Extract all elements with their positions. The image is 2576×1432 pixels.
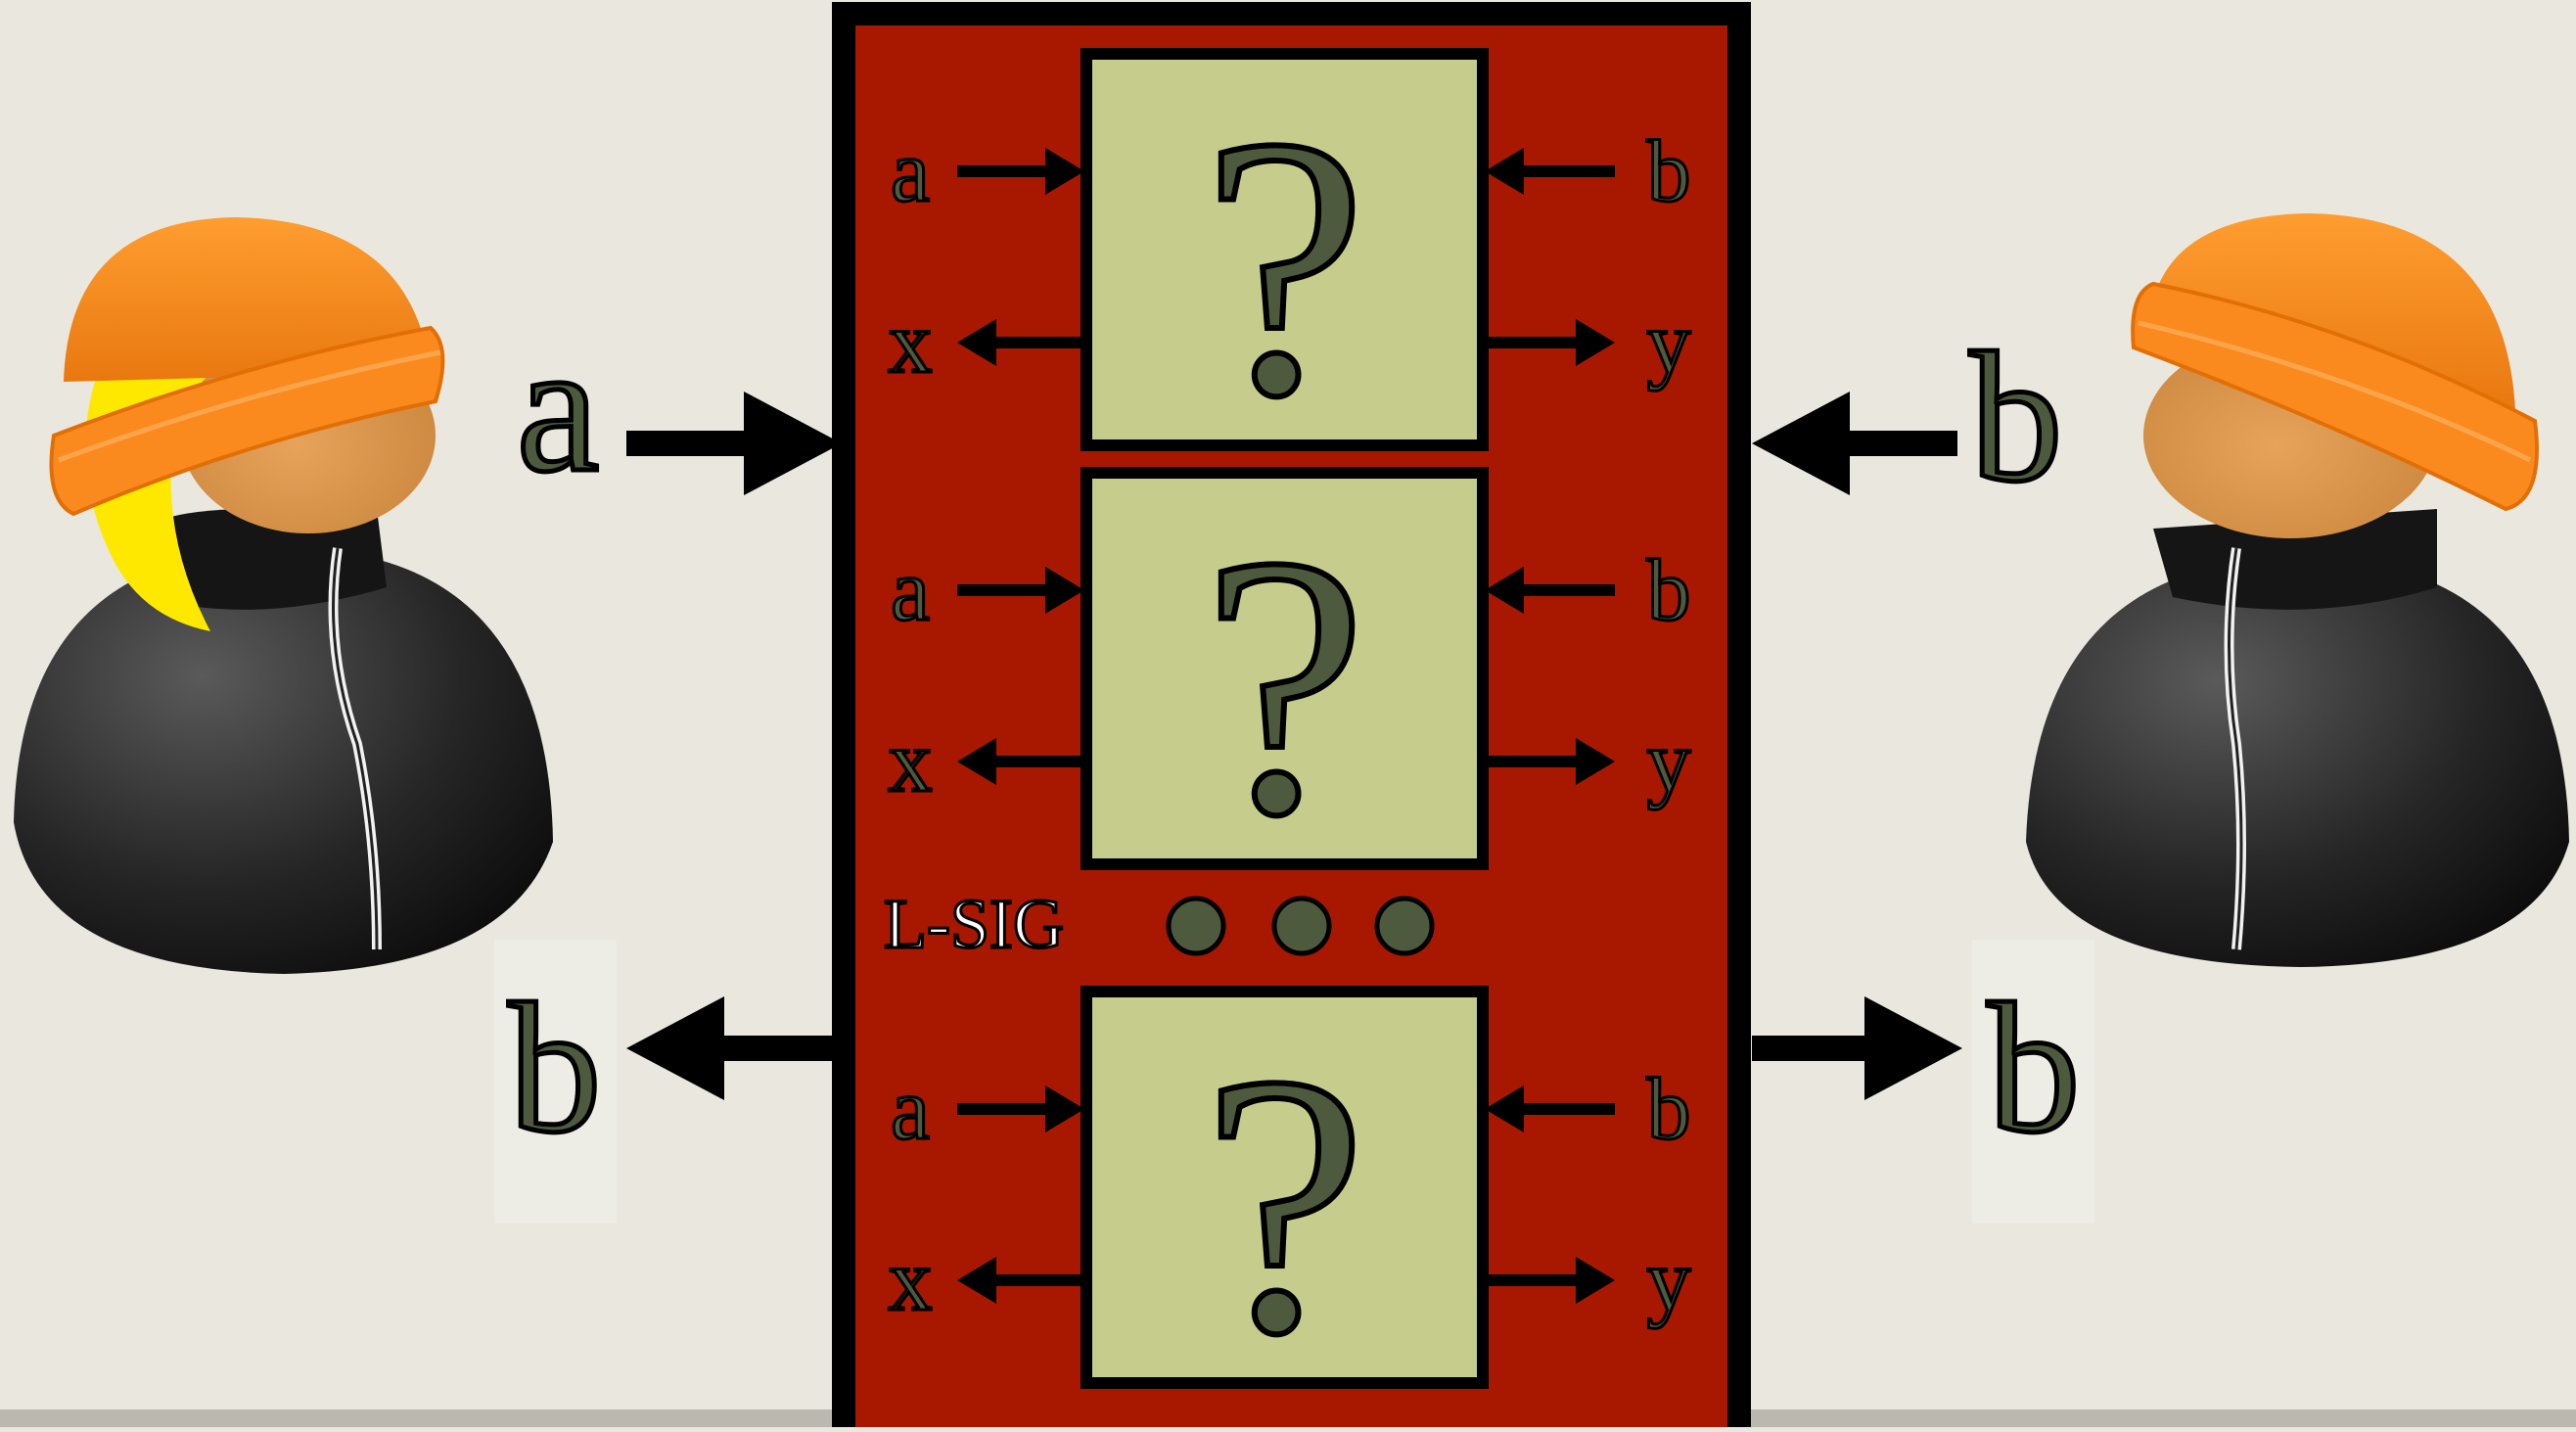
- question-mark-icon: ?: [1202, 480, 1367, 892]
- box-input-right-label: b: [1647, 542, 1691, 639]
- box-input-right-label: b: [1647, 1061, 1691, 1158]
- box-input-left-label: a: [891, 542, 930, 639]
- right-output-arrow: [1752, 996, 1962, 1100]
- question-box: ? ax by: [887, 467, 1692, 895]
- box-input-left-arrow: [957, 567, 1084, 614]
- left-input-label: a: [517, 305, 599, 511]
- box-output-left-arrow: [957, 738, 1084, 785]
- box-output-right-label: y: [1647, 295, 1691, 392]
- left-output-label: b: [509, 966, 602, 1172]
- box-output-left-arrow: [957, 319, 1084, 366]
- box-input-right-label: b: [1647, 123, 1691, 220]
- left-player-icon: [14, 217, 553, 974]
- box-input-left-label: a: [891, 1061, 930, 1158]
- right-output-label: b: [1988, 966, 2081, 1172]
- question-box-frame: [1081, 467, 1489, 870]
- right-input-label: b: [1970, 315, 2063, 521]
- right-player-icon: [2026, 213, 2569, 967]
- box-input-left-label: a: [891, 123, 930, 220]
- question-box: ? ax by: [887, 48, 1692, 476]
- left-input-arrow: [626, 392, 842, 495]
- box-output-left-label: x: [889, 295, 933, 392]
- ellipsis-dots: [1166, 896, 1435, 956]
- question-mark-icon: ?: [1202, 998, 1367, 1410]
- box-output-right-label: y: [1647, 714, 1691, 810]
- box-output-right-arrow: [1485, 1257, 1615, 1304]
- question-mark-icon: ?: [1202, 61, 1367, 473]
- question-box-frame: [1081, 986, 1489, 1389]
- box-input-right-arrow: [1485, 148, 1615, 195]
- question-box-frame: [1081, 48, 1489, 451]
- box-output-right-label: y: [1647, 1232, 1691, 1329]
- left-output-arrow: [626, 996, 842, 1100]
- box-output-right-arrow: [1485, 319, 1615, 366]
- question-box: ? ax by: [887, 986, 1692, 1413]
- box-output-left-label: x: [889, 714, 933, 810]
- right-output-label-bg: [1972, 940, 2094, 1224]
- box-input-right-arrow: [1485, 567, 1615, 614]
- right-input-arrow: [1752, 392, 1957, 495]
- lsig-label: L-SIG: [884, 885, 1064, 963]
- box-input-left-arrow: [957, 148, 1084, 195]
- box-input-left-arrow: [957, 1086, 1084, 1132]
- box-input-right-arrow: [1485, 1086, 1615, 1132]
- left-output-label-bg: [494, 940, 617, 1224]
- box-output-right-arrow: [1485, 738, 1615, 785]
- box-output-left-label: x: [889, 1232, 933, 1329]
- box-output-left-arrow: [957, 1257, 1084, 1304]
